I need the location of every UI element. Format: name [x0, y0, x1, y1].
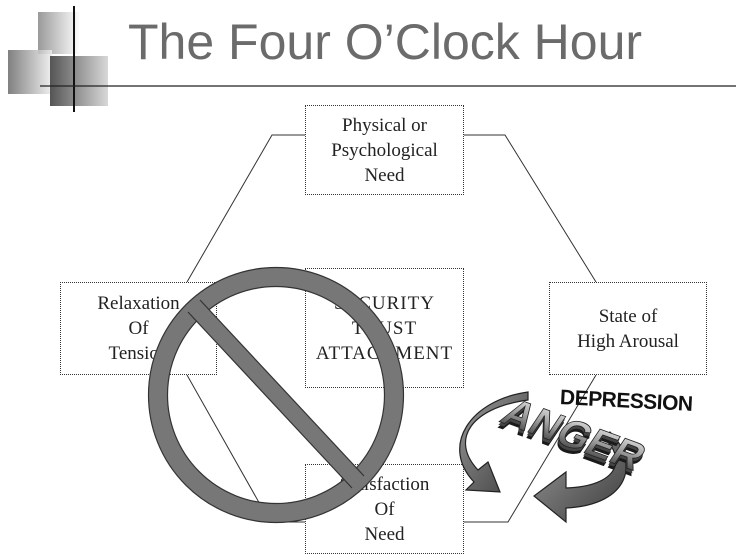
node-arousal-line-1: State of [598, 305, 658, 327]
node-satis-line-3: Need [364, 523, 405, 545]
node-relaxation-of-tension: Relaxation Of Tension [60, 282, 217, 375]
title-decoration [8, 6, 736, 112]
connector-relax-to-need [186, 134, 305, 283]
deco-square-mid [8, 50, 52, 94]
node-relax-line-3: Tension [108, 343, 169, 364]
slide-title: The Four O’Clock Hour [128, 14, 643, 70]
node-satisfaction-of-need: Satisfaction Of Need [305, 464, 464, 554]
node-relax-line-1: Relaxation [97, 293, 180, 314]
node-satis-line-1: Satisfaction [339, 473, 430, 495]
node-physical-psychological-need: Physical or Psychological Need [305, 105, 464, 195]
node-satis-line-2: Of [374, 498, 395, 520]
node-core-line-1: SECURITY [334, 292, 435, 314]
node-security-trust-attachment: SECURITY TRUST ATTACHMENT [305, 268, 464, 388]
connector-arousal-to-satisfaction [464, 374, 597, 523]
deco-square-dark [50, 56, 108, 106]
node-core-line-2: TRUST [351, 317, 418, 339]
node-arousal-line-2: High Arousal [577, 330, 679, 352]
node-core-line-3: ATTACHMENT [315, 342, 454, 364]
node-relax-line-2: Of [128, 318, 149, 339]
node-need-line-2: Psychological [331, 139, 438, 161]
node-need-line-3: Need [364, 164, 405, 186]
connector-need-to-arousal [464, 134, 597, 283]
node-high-arousal: State of High Arousal [549, 282, 707, 375]
connector-relax-to-satisfaction [186, 374, 305, 523]
node-need-line-1: Physical or [342, 114, 427, 136]
